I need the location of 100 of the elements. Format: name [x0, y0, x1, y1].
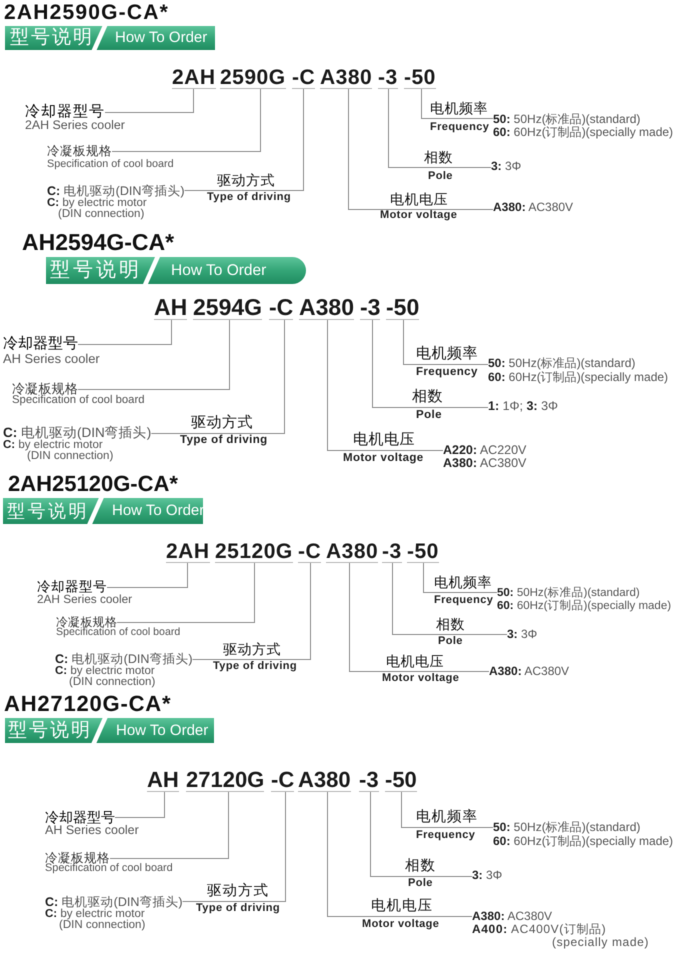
leader-line — [78, 320, 172, 345]
option-text: C: by electric motor (DIN connection) — [3, 440, 114, 462]
code-segment: -3 — [359, 769, 379, 792]
node-label: Type of driving — [213, 660, 298, 673]
code-segment: AH — [154, 296, 188, 320]
option-text: 50: 50Hz(标准品)(standard) — [493, 113, 642, 126]
leader-line — [478, 364, 488, 365]
node-label: Type of driving — [180, 434, 268, 448]
option-text: C: by electric motor (DIN connection) — [45, 909, 146, 930]
code-segment: -C — [292, 67, 316, 89]
leader-line — [274, 88, 304, 191]
model-title: AH27120G-CA* — [4, 691, 172, 717]
option-text: 3: 3Φ — [491, 160, 522, 173]
leader-line — [150, 433, 192, 434]
leader-line — [448, 209, 494, 210]
node-label: 2AH Series cooler — [37, 593, 132, 607]
field-heading: 驱动方式 — [191, 415, 253, 434]
leader-line — [452, 167, 492, 168]
field-heading: 电机电压 — [353, 432, 415, 451]
leader-line — [392, 562, 436, 635]
leader-line — [444, 671, 490, 672]
banner-text: 型号说明 — [8, 719, 92, 743]
option-text: C: 电机驱动(DIN弯插头) — [3, 426, 152, 440]
code-segment: AH — [147, 769, 179, 792]
option-text: C: 电机驱动(DIN弯插头) — [45, 896, 183, 909]
field-heading: 驱动方式 — [223, 641, 281, 660]
node-label: Pole — [408, 877, 433, 890]
node-label: AH Series cooler — [45, 823, 139, 838]
option-text: C: 电机驱动(DIN弯插头) — [47, 185, 185, 198]
description-label: 冷却器型号 — [3, 335, 78, 353]
node-label: Type of driving — [207, 191, 292, 204]
code-segment: 2AH — [172, 67, 216, 89]
node-label: Specification of cool board — [45, 862, 173, 875]
leader-line — [492, 592, 498, 593]
leader-line — [280, 562, 311, 660]
node-label: 2AH Series cooler — [25, 118, 125, 132]
leader-line — [414, 450, 444, 451]
code-segment: -50 — [385, 769, 417, 792]
leader-line — [106, 562, 188, 588]
leader-line — [421, 88, 430, 119]
option-text: 50: 50Hz(标准品)(standard) — [497, 587, 641, 600]
section-banner — [5, 26, 215, 50]
code-segment: 2590G — [220, 67, 286, 89]
field-heading: 电机频率 — [416, 809, 478, 828]
leader-line — [432, 916, 472, 917]
leader-line — [370, 792, 406, 877]
node-label: Motor voltage — [362, 918, 440, 931]
description-label: 冷却器型号 — [25, 103, 105, 121]
leader-line — [464, 634, 508, 635]
leader-line — [110, 792, 229, 859]
option-text: A400: AC400V(订制品) (specially made) — [472, 923, 650, 949]
field-heading: 电机电压 — [371, 898, 433, 917]
leader-line — [192, 659, 224, 660]
code-segment: -3 — [382, 541, 402, 563]
code-segment: -C — [298, 541, 322, 563]
field-heading: 电机频率 — [416, 346, 478, 365]
leader-line — [327, 792, 372, 917]
section-banner — [46, 257, 306, 284]
option-text: 3: 3Φ — [472, 869, 502, 882]
code-segment: A380 — [326, 541, 378, 563]
node-label: Motor voltage — [343, 452, 424, 466]
banner-text: How To Order — [116, 721, 208, 741]
leader-line — [442, 407, 488, 408]
code-segment: 25120G — [215, 541, 293, 563]
code-segment: -C — [269, 296, 294, 320]
option-text: A220: AC220V — [443, 444, 526, 457]
node-label: Type of driving — [196, 902, 280, 915]
code-segment: 27120G — [186, 769, 264, 792]
leader-line — [104, 88, 194, 113]
leader-line — [252, 320, 285, 434]
field-heading: 相数 — [436, 616, 465, 635]
field-heading: 相数 — [405, 858, 436, 877]
field-heading: 驱动方式 — [207, 883, 269, 902]
node-label: Pole — [438, 635, 463, 648]
banner-text: How To Order — [115, 28, 208, 48]
model-title: AH2594G-CA* — [22, 229, 174, 256]
field-heading: 电机电压 — [390, 191, 448, 210]
option-text: 60: 60Hz(订制品)(specially made) — [493, 126, 674, 139]
leader-line — [349, 562, 386, 672]
field-heading: 电机频率 — [434, 574, 492, 593]
banner-text: 型号说明 — [10, 26, 94, 50]
code-segment: -C — [271, 769, 294, 792]
leader-line — [184, 190, 218, 191]
node-label: Motor voltage — [380, 209, 458, 222]
option-text: A380: AC380V — [493, 201, 574, 214]
banner-text: 型号说明 — [50, 258, 142, 283]
leader-line — [327, 320, 354, 451]
node-label: AH Series cooler — [3, 352, 100, 367]
option-text: 1: 1Φ; 3: 3Φ — [488, 400, 558, 413]
option-text: 50: 50Hz(标准品)(standard) — [488, 357, 636, 370]
code-segment: A380 — [320, 67, 372, 89]
leader-line — [403, 320, 416, 365]
leader-line — [401, 792, 416, 828]
option-text: 3: 3Φ — [507, 628, 538, 641]
banner-text: How To Order — [112, 501, 204, 521]
description-label: 冷却器型号 — [37, 578, 107, 596]
leader-line — [423, 562, 434, 593]
node-label: Pole — [416, 409, 442, 422]
leader-line — [436, 876, 472, 877]
section-banner — [5, 718, 214, 743]
